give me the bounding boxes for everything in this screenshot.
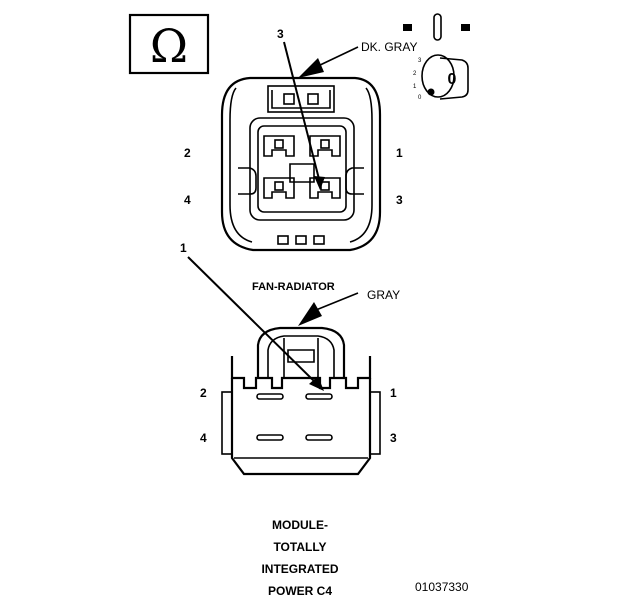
top-connector-housing: [220, 76, 382, 252]
ignition-position-2: 2: [413, 71, 417, 77]
side-connector-body: [230, 356, 372, 390]
ignition-cylinder: [421, 54, 455, 98]
side-terminal-slot-3: [305, 434, 333, 441]
side-color-leader: [315, 292, 359, 311]
top-connector-cavity-inner: [257, 125, 347, 213]
side-connector-latch-hood: [256, 326, 346, 378]
module-caption: MODULE- TOTALLY INTEGRATED POWER C4: [261, 518, 338, 598]
ohm-box: [128, 13, 210, 75]
side-color-arrowhead: [298, 302, 322, 326]
top-connector-latch-window-right: [307, 93, 319, 105]
ignition-position-dot: [427, 88, 435, 96]
ignition-key-head: [439, 57, 469, 100]
side-callout-leader: [187, 256, 317, 384]
top-terminal-cavity-4: [263, 177, 295, 199]
ignition-lock-mark-right: [461, 24, 470, 31]
side-connector-latch-hood-inner: [267, 335, 335, 378]
top-connector-latch-left: [238, 167, 257, 195]
side-pin-label-3: 3: [390, 431, 397, 445]
side-terminal-slot-4: [256, 434, 284, 441]
figure-id: 01037330: [415, 580, 469, 594]
top-connector-latch-right: [345, 167, 364, 195]
side-callout-arrowhead: [309, 376, 324, 391]
side-terminal-slot-2: [256, 393, 284, 400]
ignition-position-3: 3: [418, 58, 422, 64]
side-name-label: FAN-RADIATOR: [252, 281, 335, 293]
top-callout-number: 3: [277, 27, 284, 41]
top-connector-rib-left: [229, 87, 253, 243]
ohm-icon: Ω: [150, 19, 188, 73]
ignition-key-label: 0: [448, 71, 457, 88]
side-callout-number: 1: [180, 241, 187, 255]
ignition-position-0: 0: [418, 95, 422, 101]
ignition-key-icon: 3 2 1 0 0: [403, 13, 470, 101]
caption-line-1: MODULE-: [272, 518, 328, 532]
caption-line-4: POWER C4: [268, 584, 332, 598]
ignition-lock-mark-left: [403, 24, 412, 31]
top-pin-label-3: 3: [396, 193, 403, 207]
side-connector-rail-left: [221, 391, 233, 455]
top-terminal-cavity-1: [309, 135, 341, 157]
top-pin-label-4: 4: [184, 193, 191, 207]
top-connector-latch-window-left: [283, 93, 295, 105]
top-terminal-cavity-2: [263, 135, 295, 157]
side-pin-label-2: 2: [200, 386, 207, 400]
top-connector-bottom-window-1: [277, 235, 289, 245]
side-color-label: GRAY: [367, 288, 400, 302]
top-connector-rib-right: [349, 87, 373, 243]
side-pin-label-4: 4: [200, 431, 207, 445]
top-color-arrowhead: [298, 58, 324, 78]
top-callout-arrowhead: [314, 176, 325, 190]
caption-line-2: TOTALLY: [273, 540, 326, 554]
side-pin-label-1: 1: [390, 386, 397, 400]
top-color-label: DK. GRAY: [361, 40, 417, 54]
top-connector-face: [220, 76, 382, 252]
top-color-leader: [317, 46, 359, 67]
ignition-position-1: 1: [413, 84, 417, 90]
top-connector-center-key: [289, 163, 315, 183]
ohmmeter-symbol: Ω: [128, 13, 210, 75]
ignition-key-slot: [433, 13, 442, 41]
side-terminal-slot-1: [305, 393, 333, 400]
top-connector-bottom-window-3: [313, 235, 325, 245]
side-connector-latch-window: [287, 349, 315, 363]
top-callout-leader: [283, 41, 321, 184]
top-pin-label-2: 2: [184, 146, 191, 160]
side-connector-rail-right: [369, 391, 381, 455]
top-connector-cavity-outer: [249, 117, 355, 221]
top-connector-bottom-window-2: [295, 235, 307, 245]
top-pin-label-1: 1: [396, 146, 403, 160]
side-connector-view: [221, 326, 381, 476]
side-connector-body-lower: [230, 378, 372, 476]
caption-line-3: INTEGRATED: [261, 562, 338, 576]
